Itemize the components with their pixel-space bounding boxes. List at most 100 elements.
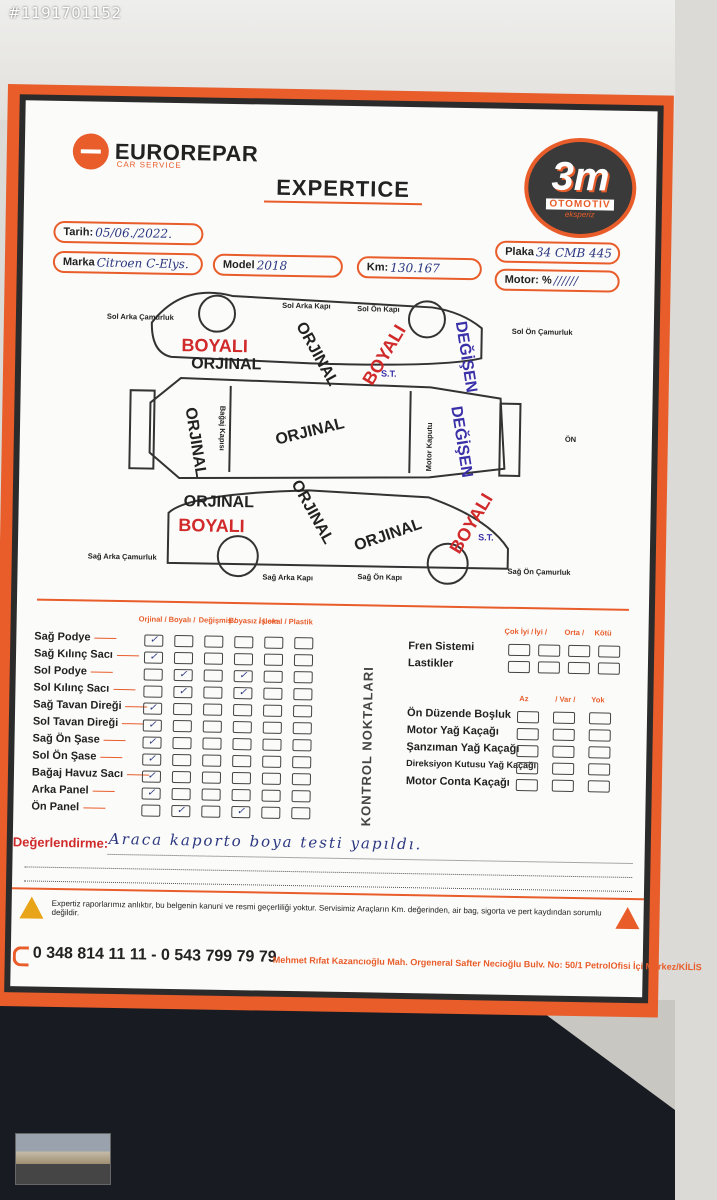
damage-row-line	[92, 790, 115, 792]
motor-label: Motor: %	[504, 273, 552, 287]
damage-row-text: Sol Kılınç Sacı	[33, 681, 110, 695]
condition-checkbox	[508, 643, 531, 657]
leak-checkbox	[588, 712, 612, 725]
leak-checkbox	[588, 746, 611, 759]
label-bagaj-kapisi: Bağaj Kapısı	[217, 405, 228, 451]
leak-checkbox	[552, 711, 576, 724]
label-sag-arka-camurluk: Sağ Arka Çamurluk	[87, 551, 157, 562]
damage-checkbox	[202, 720, 222, 733]
badge-logo: 3m	[551, 154, 610, 200]
damage-row-label: Arka Panel	[32, 784, 115, 797]
damage-checkbox	[291, 773, 312, 786]
motor-value: //////	[553, 273, 579, 288]
stamp-boyali-1: BOYALI	[181, 335, 248, 357]
damage-row-text: Sol Ön Şase	[32, 749, 97, 763]
damage-row-label: Sağ Tavan Direği	[33, 699, 148, 713]
damage-row-label: Sağ Podye	[34, 630, 117, 644]
damage-checkbox	[232, 721, 252, 734]
brand-value: Citroen C-Elys.	[96, 255, 189, 272]
label-sag-arka-kapi: Sağ Arka Kapı	[262, 572, 314, 583]
damage-check-mark: ✓	[149, 634, 159, 646]
rear-bumper	[128, 389, 156, 470]
stamp-st-2: S.T.	[478, 532, 494, 543]
evaluation-label: Değerlendirme:	[12, 834, 109, 851]
listing-id: #1191701152	[8, 4, 122, 22]
damage-checkbox	[262, 738, 282, 751]
damage-checkbox	[293, 671, 313, 684]
leak-col-header: Az	[519, 694, 529, 704]
damage-check-mark: ✓	[148, 702, 157, 714]
leak-checkbox	[516, 761, 539, 775]
condition-col-header: Kötü	[594, 628, 612, 638]
damage-checkbox	[232, 738, 252, 751]
damage-checkbox	[233, 704, 253, 717]
damage-row-line	[90, 671, 113, 673]
date-label: Tarih:	[63, 225, 94, 239]
leak-row-label: Ön Düzende Boşluk	[406, 707, 512, 721]
company-badge: 3m OTOMOTİV eksperiz	[523, 137, 638, 239]
condition-checkbox	[567, 661, 590, 675]
gallery-thumbnail[interactable]	[15, 1133, 111, 1185]
leak-checkbox	[551, 779, 574, 792]
damage-row-text: Sağ Podye	[34, 630, 91, 644]
leak-checkbox	[588, 763, 611, 776]
damage-checkbox	[203, 669, 223, 682]
form-frame: EUROREPAR CAR SERVICE EXPERTICE 3m OTOMO…	[4, 94, 702, 1004]
damage-table: Orjinal /Boyalı /Değişmiş /Boyasız İşlem…	[26, 100, 658, 820]
damage-checkbox	[263, 670, 283, 683]
damage-checkbox	[173, 702, 193, 716]
condition-col-header: İyi /	[534, 627, 548, 637]
warning-icon	[19, 896, 44, 919]
km-field: Km:130.167	[356, 256, 483, 281]
damage-row-text: Ön Panel	[31, 800, 80, 814]
stamp-orjinal-1: ORJINAL	[190, 355, 262, 374]
plate-label: Plaka	[505, 245, 534, 259]
damage-row-label: Sağ Kılınç Sacı	[34, 648, 139, 662]
damage-row-label: Bağaj Havuz Sacı	[32, 767, 150, 781]
damage-check-mark: ✓	[178, 669, 188, 681]
damage-checkbox	[172, 753, 192, 767]
damage-checkbox	[292, 705, 313, 718]
damage-checkbox	[202, 737, 222, 750]
date-value: 05/06./2022.	[95, 225, 173, 241]
km-value: 130.167	[390, 260, 440, 276]
damage-checkbox	[291, 790, 311, 803]
damage-checkbox	[141, 804, 161, 817]
condition-checkbox	[538, 644, 561, 657]
damage-checkbox	[294, 637, 314, 650]
condition-checkbox	[537, 661, 561, 674]
leak-row-label: Şanzıman Yağ Kaçağı	[406, 741, 520, 756]
damage-check-mark: ✓	[236, 806, 246, 818]
label-on: ÖN	[564, 434, 577, 444]
damage-checkbox	[263, 653, 284, 666]
stamp-st-1: S.T.	[380, 368, 397, 379]
damage-checkbox	[172, 719, 192, 733]
leak-checkbox	[515, 778, 538, 792]
damage-check-mark: ✓	[147, 736, 157, 748]
wheel-left-rear	[198, 294, 237, 333]
damage-check-mark: ✓	[238, 687, 248, 699]
damage-checkbox	[233, 653, 254, 666]
plate-value: 34 CMB 445	[535, 245, 613, 261]
damage-checkbox	[173, 651, 194, 665]
damage-checkbox	[262, 721, 282, 734]
damage-checkbox	[292, 722, 312, 735]
address-text: Mehmet Rıfat Kazancıoğlu Mah. Orgeneral …	[272, 954, 702, 973]
damage-col-header: Orjinal /	[138, 614, 167, 624]
damage-row-label: Sol Podye	[34, 665, 113, 678]
disclaimer-text: Expertiz raporlarımız anlıktır, bu belge…	[51, 898, 602, 918]
damage-checkbox	[261, 772, 282, 785]
label-sol-arka-kapi: Sol Arka Kapı	[282, 300, 331, 311]
damage-checkbox	[171, 787, 191, 801]
section-separator	[36, 598, 629, 611]
label-sag-on-camurluk: Sağ Ön Çamurluk	[507, 566, 571, 577]
leak-checkbox	[516, 727, 539, 741]
condition-checkbox	[568, 644, 591, 658]
leak-checkbox	[516, 744, 539, 758]
wheel-right-rear	[216, 535, 259, 578]
kontrol-noktalari-title: KONTROL NOKTALARI	[358, 666, 376, 827]
damage-checkbox	[292, 756, 312, 769]
damage-check-mark: ✓	[238, 670, 248, 682]
